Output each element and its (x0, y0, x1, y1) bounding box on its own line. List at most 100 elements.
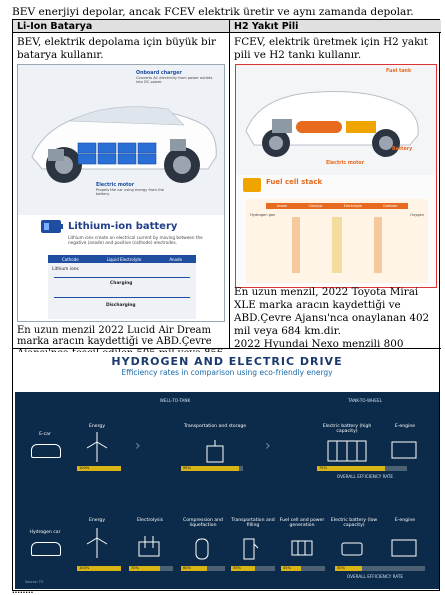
row1-engine-label: E-engine (394, 424, 416, 429)
onboard-charger-desc: Converts AC electricity from power outle… (136, 76, 213, 85)
motor-label: Electric motor (326, 161, 365, 166)
cathode-label: Cathode (61, 256, 79, 262)
fuel-cell-layers: Anode Catalyst Electrolyte Cathode (266, 203, 408, 209)
oxygen-label: Oxygen (410, 213, 424, 217)
lithium-ion-figure: Onboard charger Converts AC electricity … (17, 64, 225, 322)
col1-description: BEV, elektrik depolama için büyük bir ba… (17, 36, 216, 61)
electric-motor-title: Electric motor (96, 183, 135, 188)
row1-energy-label: Energy (88, 424, 106, 429)
anode-label: Anode (169, 256, 183, 262)
row2-energy-bar: 100% (77, 566, 121, 571)
row1-transport-label: Transportation and storage (183, 424, 247, 429)
transport-filling-label: Transportation and filling (231, 518, 275, 529)
fuel-tank-callout: Fuel tank (386, 69, 434, 74)
lithium-ion-title: Lithium-ion battery (68, 221, 178, 232)
intro-text: BEV enerjiyi depolar, ancak FCEV elektri… (12, 6, 414, 18)
row2-final-bar-bg (335, 566, 425, 571)
col2-header: H2 Yakıt Pili (230, 20, 441, 33)
motor-callout: Electric motor (326, 161, 386, 166)
battery-pack-icon (327, 440, 367, 462)
compression-bar: 60% (181, 566, 207, 571)
row2-energy-label: Energy (88, 518, 106, 523)
col2-range-line1: En uzun menzil, 2022 Toyota Mirai XLE ma… (234, 286, 430, 337)
source-note: Source: T3 (25, 580, 44, 584)
hydrogen-car-label: Hydrogen car (29, 530, 61, 535)
row2-final-bar: 30% (335, 566, 362, 571)
small-battery-icon (341, 542, 363, 556)
cut-off-heading: ........ (12, 587, 34, 595)
graphic-title-block: HYDROGEN AND ELECTRIC DRIVE Efficiency r… (15, 352, 439, 392)
discharging-label: Discharging (106, 303, 136, 308)
wind-turbine-icon (86, 528, 108, 558)
transport-filling-bar: 55% (231, 566, 255, 571)
fuel-cell-figure: Fuel tank Battery Electric motor Fuel ce… (235, 64, 437, 288)
charging-label: Charging (110, 281, 133, 286)
tank-to-wheel-label: TANK-TO-WHEEL (348, 398, 382, 403)
e-car-icon (31, 444, 61, 458)
charge-cycle-diagram: Lithium ions Charging Discharging (48, 263, 196, 319)
fuel-cell-power-bar: 45% (281, 566, 301, 571)
lithium-ion-desc: Lithium ions create an electrical curren… (68, 235, 203, 245)
row1-battery-label: Electric battery (high capacity) (322, 424, 372, 435)
col1-header: Li-Ion Batarya (13, 20, 229, 33)
chevron-right-icon: › (265, 438, 271, 454)
catalyst-layer-label: Catalyst (308, 204, 323, 208)
charging-arrow (54, 277, 190, 278)
lithium-ions-label: Lithium ions (52, 267, 79, 272)
battery-label: Battery (392, 147, 413, 152)
comparison-table: Li-Ion Batarya H2 Yakıt Pili BEV, elektr… (12, 19, 441, 591)
row2-battery-label: Electric battery (low capacity) (330, 518, 378, 529)
cathode-plate (374, 217, 382, 273)
hydrogen-electric-drive-graphic: HYDROGEN AND ELECTRIC DRIVE Efficiency r… (15, 352, 439, 589)
electrolyte-layer-label: Electrolyte (343, 204, 362, 208)
battery-callout: Battery (392, 147, 436, 152)
row2-overall-label: OVERALL EFFICIENCY RATE (346, 574, 404, 579)
graphic-title: HYDROGEN AND ELECTRIC DRIVE (111, 355, 343, 368)
graphic-subtitle: Efficiency rates in comparison using eco… (121, 368, 333, 377)
compression-label: Compression and liquefaction (183, 518, 223, 529)
row1-overall-label: OVERALL EFFICIENCY RATE (336, 474, 394, 479)
discharging-arrow (54, 297, 190, 298)
fcev-car-illustration (236, 65, 436, 175)
cathode-layer-label: Cathode (383, 204, 398, 208)
fuel-pump-icon (243, 538, 259, 560)
electrolysis-bar: 70% (129, 566, 160, 571)
fuel-cell-power-icon (291, 540, 313, 556)
fuel-cell-power-label: Fuel cell and power generation (279, 518, 325, 529)
fuel-tank-label: Fuel tank (386, 69, 412, 74)
wind-turbine-icon (86, 432, 108, 462)
row1-battery-bar: 75% (317, 466, 385, 471)
col2-description: FCEV, elektrik üretmek için H2 yakıt pil… (234, 36, 428, 61)
onboard-charger-title: Onboard charger (136, 71, 182, 76)
electrolyte-plate (332, 217, 342, 273)
electrolysis-icon (138, 536, 160, 557)
electrolyte-label: Liquid Electrolyte (106, 256, 142, 262)
electrode-header: Cathode Liquid Electrolyte Anode (48, 255, 196, 263)
storage-tower-icon (206, 440, 224, 463)
well-to-tank-label: WELL-TO-TANK (159, 398, 191, 403)
fuel-cell-power-bar-bg (281, 566, 325, 571)
anode-layer-label: Anode (276, 204, 288, 208)
hydrogen-car-icon (31, 542, 61, 556)
row-divider (13, 348, 441, 349)
electric-motor-desc: Propels the car using energy from the ba… (96, 188, 164, 197)
ev-car-battery-illustration (18, 65, 224, 215)
fuel-cell-stack-title: Fuel cell stack (266, 178, 323, 186)
row1-energy-bar: 100% (77, 466, 121, 471)
electrolysis-label: Electrolysis (137, 518, 163, 523)
chevron-right-icon: › (135, 438, 141, 454)
fuel-cell-diagram: Anode Catalyst Electrolyte Cathode Hydro… (246, 199, 428, 283)
hydrogen-gas-label: Hydrogen gas (250, 213, 275, 217)
column-divider (229, 20, 230, 348)
electric-motor-callout: Electric motor Propels the car using ene… (96, 183, 176, 197)
fuel-cell-icon (243, 178, 261, 192)
e-car-label: E-car (39, 432, 51, 437)
battery-icon (41, 220, 63, 233)
onboard-charger-callout: Onboard charger Converts AC electricity … (136, 71, 216, 85)
e-engine-icon (391, 441, 417, 459)
anode-plate (292, 217, 300, 273)
row1-transport-bar: 95% (181, 466, 239, 471)
e-engine-icon (391, 539, 417, 557)
row2-engine-label: E-engine (394, 518, 416, 523)
compression-tank-icon (195, 538, 209, 560)
